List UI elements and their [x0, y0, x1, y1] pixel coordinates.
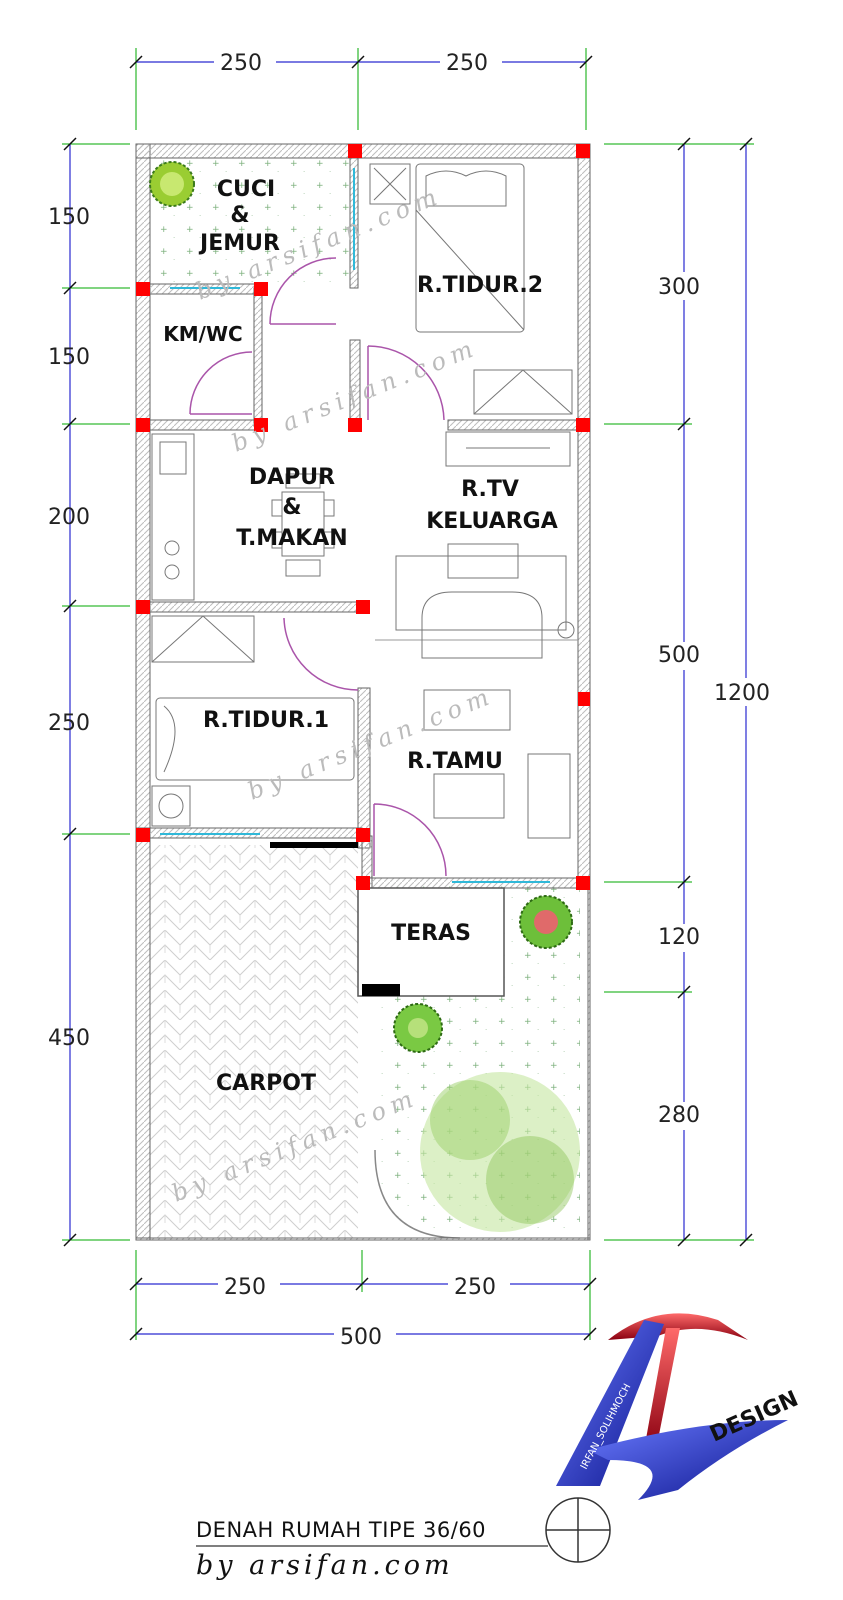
- room-tv-line1: R.TV: [461, 477, 519, 502]
- carpot-paving: [150, 845, 358, 1238]
- windows: [160, 168, 550, 883]
- garden-curve-edge: [374, 1149, 461, 1239]
- dim-total-height: 1200: [714, 681, 770, 706]
- room-tamu: R.TAMU: [407, 749, 503, 774]
- room-carpot: CARPOT: [216, 1071, 316, 1096]
- furniture: [151, 163, 575, 839]
- ad-design-logo: IRFAN_SOLIHMOCH DESIGN: [556, 1313, 802, 1500]
- room-tidur2: R.TIDUR.2: [417, 273, 543, 298]
- dim-right-2: 500: [658, 643, 700, 668]
- watermark-3: by arsifan.com: [244, 681, 499, 806]
- plants: [149, 161, 580, 1232]
- dim-left-3: 200: [48, 505, 90, 530]
- room-cuci-line3: JEMUR: [198, 231, 280, 256]
- dim-right-4: 280: [658, 1103, 700, 1128]
- dim-right-1: 300: [658, 275, 700, 300]
- room-cuci-line2: &: [230, 203, 249, 228]
- room-tv-line2: KELUARGA: [426, 509, 558, 534]
- teras-slab: [357, 887, 505, 997]
- structural-columns: [136, 144, 590, 890]
- doors: [189, 257, 447, 877]
- teras-column-black: [362, 984, 400, 996]
- north-arrow-icon: [545, 1497, 611, 1563]
- carpot-beam-black: [270, 842, 358, 848]
- drawing-byline: by arsifan.com: [196, 1550, 454, 1581]
- logo-word: DESIGN: [706, 1386, 802, 1447]
- room-dapur-line2: &: [282, 495, 301, 520]
- room-labels: CUCI & JEMUR KM/WC R.TIDUR.2 DAPUR & T.M…: [163, 177, 558, 1096]
- room-cuci-line1: CUCI: [217, 177, 275, 202]
- room-dapur-line3: T.MAKAN: [236, 526, 347, 551]
- dim-left-5: 450: [48, 1026, 90, 1051]
- dim-bottom-1: 250: [224, 1275, 266, 1300]
- dimension-labels: 250 250 250 250 500 150 150 200 250 450 …: [48, 48, 780, 1350]
- room-kmwc: KM/WC: [163, 322, 242, 346]
- dim-left-1: 150: [48, 205, 90, 230]
- room-teras: TERAS: [391, 921, 471, 946]
- dim-total-width: 500: [340, 1325, 382, 1350]
- room-tidur1: R.TIDUR.1: [203, 708, 329, 733]
- room-dapur-line1: DAPUR: [249, 465, 335, 490]
- dim-top-1: 250: [220, 51, 262, 76]
- dim-right-3: 120: [658, 925, 700, 950]
- dim-left-2: 150: [48, 345, 90, 370]
- dim-bottom-2: 250: [454, 1275, 496, 1300]
- dimension-lines: [62, 48, 754, 1341]
- drawing-title: DENAH RUMAH TIPE 36/60: [196, 1518, 487, 1542]
- dim-top-2: 250: [446, 51, 488, 76]
- dim-left-4: 250: [48, 711, 90, 736]
